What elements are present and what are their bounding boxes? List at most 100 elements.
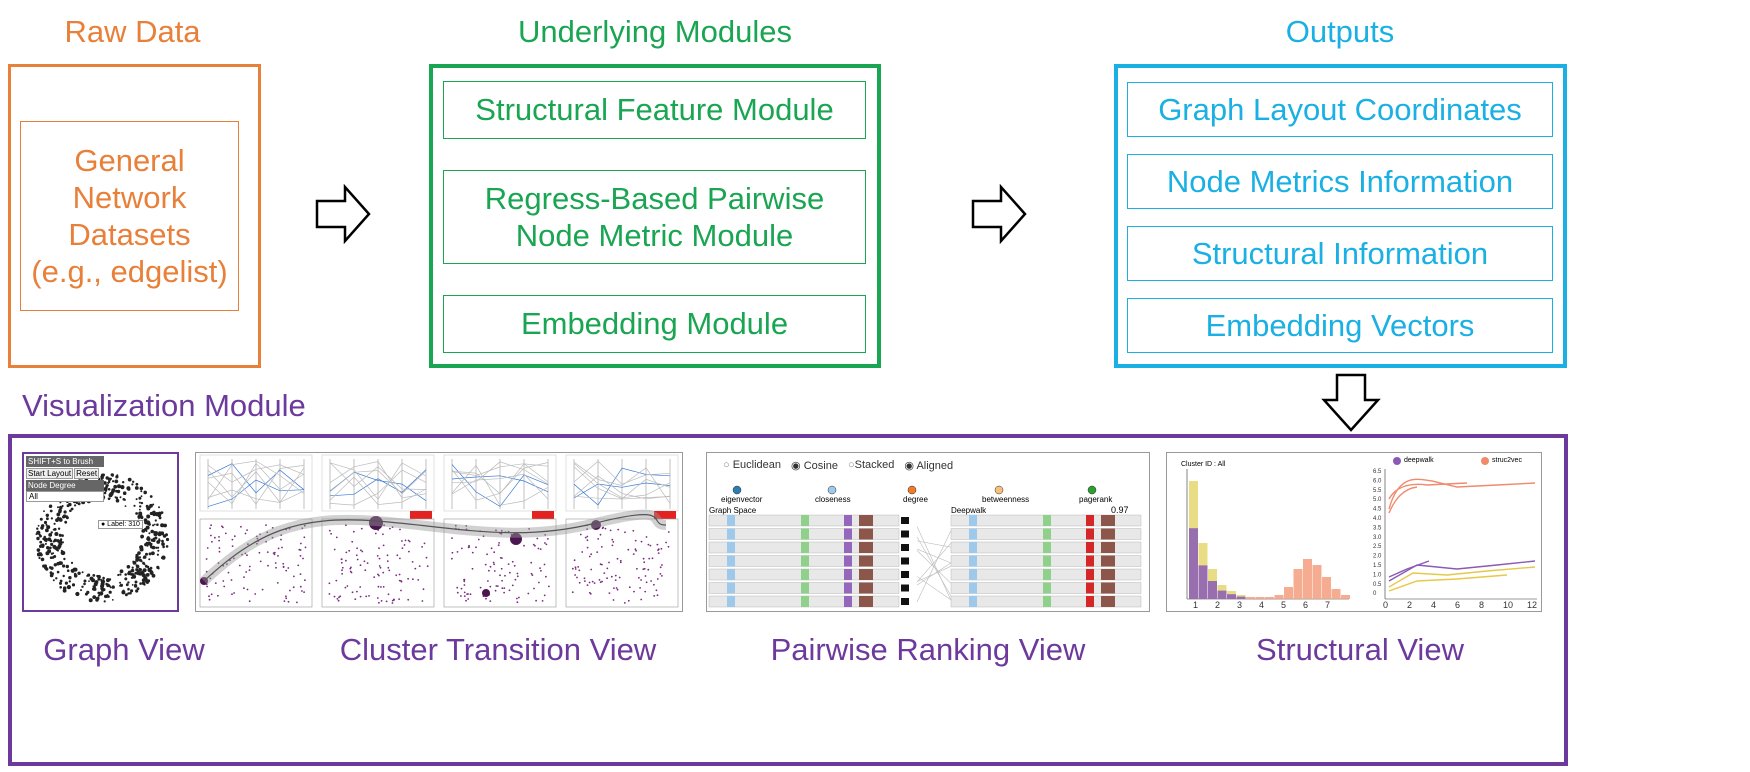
graph-node — [100, 473, 105, 478]
ranking-cell — [859, 542, 873, 553]
graph-node — [99, 591, 104, 596]
histogram-bar — [1274, 595, 1284, 599]
scatter-point — [373, 576, 376, 578]
graph-node — [37, 549, 40, 552]
scatter-point — [285, 569, 288, 572]
scatter-point — [634, 539, 637, 542]
scatter-point — [254, 593, 257, 595]
scatter-point — [579, 533, 582, 536]
scatter-point — [665, 541, 667, 544]
x-tick-label: 6 — [1455, 600, 1460, 610]
graph-node — [50, 531, 53, 534]
scatter-point — [378, 557, 381, 560]
scatter-point — [389, 527, 391, 530]
node-degree-select[interactable]: All — [26, 491, 104, 502]
graph-node — [135, 482, 139, 486]
pc-line — [451, 475, 549, 493]
scatter-point — [303, 536, 306, 539]
graph-node — [74, 504, 77, 507]
graph-node — [140, 495, 143, 498]
scatter-point — [465, 525, 468, 527]
option-euclidean[interactable]: ○ Euclidean — [723, 459, 782, 471]
histogram-bar-overlay — [1227, 594, 1236, 599]
graph-node — [131, 584, 134, 586]
option-stacked[interactable]: ○Stacked — [847, 459, 895, 471]
graph-node — [117, 484, 121, 489]
graph-node — [59, 586, 62, 589]
scatter-point — [490, 547, 493, 550]
reset-button[interactable]: Reset — [74, 468, 100, 479]
output-graph-layout-label: Graph Layout Coordinates — [1158, 91, 1522, 127]
scatter-point — [399, 528, 401, 531]
scatter-point — [217, 594, 219, 597]
cluster-transition-canvas[interactable] — [196, 453, 682, 611]
ranking-marker — [901, 517, 909, 524]
scatter-point — [465, 599, 467, 602]
scatter-point — [588, 591, 591, 594]
y-tick-label: 2.5 — [1373, 544, 1382, 550]
graph-node — [131, 566, 134, 569]
scatter-point — [218, 550, 221, 553]
y-tick-label: 1.0 — [1373, 572, 1382, 578]
graph-node — [149, 503, 153, 508]
scatter-point — [516, 597, 518, 600]
ranking-rows — [708, 514, 1142, 608]
graph-node — [146, 566, 149, 568]
scatter-point — [523, 544, 525, 547]
scatter-point — [463, 595, 466, 597]
graph-node — [77, 502, 81, 506]
scatter-point — [545, 543, 548, 546]
graph-node — [59, 505, 63, 510]
graph-node — [36, 530, 41, 535]
x-tick-label: 4 — [1431, 600, 1436, 610]
graph-node — [37, 552, 42, 556]
graph-node — [154, 519, 157, 522]
scatter-point — [508, 589, 511, 592]
graph-node — [119, 496, 122, 499]
graph-node — [140, 534, 144, 539]
output-embedding-vectors: Embedding Vectors — [1127, 298, 1553, 353]
scatter-point — [479, 586, 482, 589]
scatter-point — [660, 547, 663, 550]
scatter-point — [451, 551, 454, 554]
graph-node — [89, 576, 94, 581]
graph-node — [152, 537, 156, 541]
embedding-module: Embedding Module — [443, 295, 866, 353]
node-degree-label: Node Degree — [26, 480, 104, 491]
scatter-point — [503, 587, 506, 589]
option-aligned[interactable]: ◉ Aligned — [904, 460, 954, 472]
graph-node — [61, 505, 64, 507]
pairwise-node-metric-module: Regress-Based Pairwise Node Metric Modul… — [443, 170, 866, 264]
ranking-cell — [1086, 528, 1094, 540]
scatter-point — [205, 558, 208, 560]
ranking-cell — [801, 569, 809, 580]
scatter-point — [244, 532, 247, 535]
graph-node — [49, 556, 53, 559]
option-cosine[interactable]: ◉ Cosine — [791, 460, 838, 472]
graph-node — [48, 505, 52, 508]
metric-eigenvector: eigenvector — [721, 495, 763, 504]
graph-node — [132, 561, 137, 565]
graph-node — [135, 512, 138, 515]
graph-node — [52, 540, 55, 543]
graph-node — [52, 579, 55, 582]
graph-node — [155, 546, 158, 549]
histogram-bar — [1322, 577, 1331, 599]
scatter-point — [504, 574, 506, 577]
x-tick-label: 4 — [1259, 600, 1264, 610]
graph-node — [125, 583, 129, 587]
graph-node — [149, 566, 153, 570]
scatter-point — [541, 600, 544, 602]
legend-struc2vec: struc2vec — [1492, 457, 1522, 464]
graph-node — [122, 481, 125, 484]
ranking-cell — [844, 542, 852, 553]
start-layout-button[interactable]: Start Layout — [26, 468, 74, 479]
ranking-cell — [1101, 569, 1115, 580]
graph-node — [50, 517, 53, 520]
scatter-point — [399, 557, 401, 560]
scatter-point — [401, 540, 403, 542]
scatter-point — [586, 535, 589, 538]
graph-node — [46, 525, 51, 530]
scatter-point — [493, 570, 496, 572]
scatter-point — [599, 581, 602, 584]
